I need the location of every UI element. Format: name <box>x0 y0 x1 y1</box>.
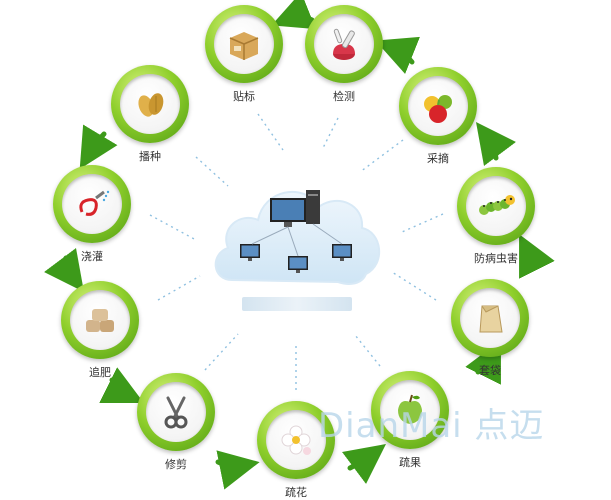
watermark: DianMai 点迈 <box>318 406 545 446</box>
step-node-detect <box>305 5 383 83</box>
step-label: 疏果 <box>399 456 421 469</box>
step-label: 检测 <box>333 90 355 103</box>
step-label: 追肥 <box>89 366 111 379</box>
cloud-network <box>214 190 381 285</box>
flow-arrow <box>476 121 516 166</box>
fruit-icon <box>424 95 452 123</box>
step-node-pick <box>399 67 477 145</box>
step-node-pest <box>457 167 535 245</box>
step-node-irrigate <box>53 165 131 243</box>
step-label: 疏花 <box>285 486 307 499</box>
small-monitor-icon <box>240 244 260 261</box>
step-node-sow <box>111 65 189 143</box>
caterpillar-icon <box>479 195 515 215</box>
seed-icon <box>138 93 164 117</box>
small-monitor-icon <box>288 256 308 273</box>
connector-line <box>157 275 201 301</box>
connector-line <box>149 214 197 241</box>
step-label: 贴标 <box>233 90 255 103</box>
step-node-bag <box>451 279 529 357</box>
flow-arrow <box>342 444 387 484</box>
flow-arrow <box>465 340 501 385</box>
hose-icon <box>79 190 110 216</box>
step-label: 修剪 <box>165 458 187 471</box>
step-label: 浇灌 <box>81 250 103 263</box>
connector-line <box>195 156 229 187</box>
connector-line <box>391 271 437 301</box>
scissors-icon <box>164 396 188 429</box>
step-label: 套袋 <box>479 364 501 377</box>
step-node-prune <box>137 373 215 451</box>
connector-line <box>354 334 381 367</box>
server-icon <box>306 190 320 224</box>
flow-arrow <box>271 0 316 30</box>
step-label: 防病虫害 <box>474 252 518 265</box>
step-node-thin-fruit <box>371 371 449 449</box>
flow-arrow <box>375 36 421 75</box>
fertilizer-sacks-icon <box>86 309 114 332</box>
step-node-label <box>205 5 283 83</box>
step-label: 播种 <box>139 150 161 163</box>
step-node-thin-flower <box>257 401 335 479</box>
flow-arrow <box>519 234 555 279</box>
flow-arrow <box>99 367 144 403</box>
desktop-monitor-icon <box>270 198 306 227</box>
connector-line <box>257 113 284 151</box>
flow-arrow <box>79 124 118 170</box>
connector-line <box>204 333 239 371</box>
small-monitor-icon <box>332 244 352 261</box>
flow-arrow <box>215 450 260 490</box>
cloud-caption-blurred <box>242 297 352 311</box>
box-icon <box>229 32 259 60</box>
step-node-fertilize <box>61 281 139 359</box>
test-tube-icon <box>333 28 355 60</box>
connector-line <box>401 213 444 233</box>
step-label: 采摘 <box>427 152 449 165</box>
paper-bag-icon <box>479 305 503 333</box>
apple-icon <box>398 394 422 424</box>
flower-icon <box>281 425 311 455</box>
flow-arrow <box>44 248 84 293</box>
